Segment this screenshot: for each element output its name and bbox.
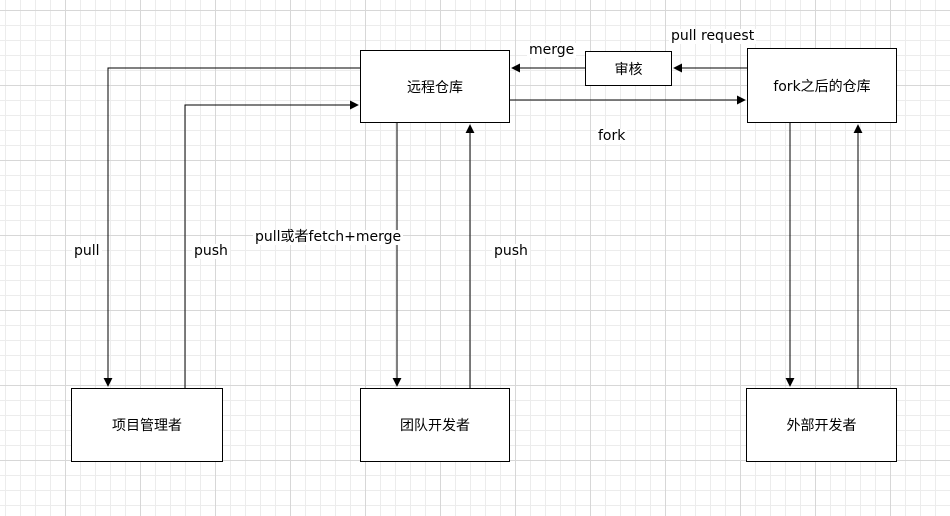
node-forked-repo-label: fork之后的仓库	[773, 78, 871, 95]
edge-label-merge: merge	[527, 42, 577, 59]
node-remote-repo-label: 远程仓库	[407, 79, 463, 96]
node-team-developer[interactable]: 团队开发者	[360, 388, 510, 462]
node-external-developer[interactable]: 外部开发者	[746, 388, 897, 462]
edge-label-pull-request: pull request	[669, 28, 757, 45]
edge-label-pull: pull	[72, 243, 102, 260]
edge-push-manager	[184, 100, 359, 388]
node-external-developer-label: 外部开发者	[786, 418, 857, 434]
node-remote-repo[interactable]: 远程仓库	[360, 50, 510, 123]
edge-label-push-manager: push	[192, 243, 230, 260]
edge-pull	[103, 67, 360, 387]
edge-label-push-team: push	[492, 243, 530, 260]
edge-label-fork: fork	[596, 128, 628, 145]
node-team-developer-label: 团队开发者	[400, 418, 470, 434]
node-project-manager[interactable]: 项目管理者	[71, 388, 223, 462]
edge-label-pull-or-fetch-merge: pull或者fetch+merge	[253, 229, 404, 246]
node-project-manager-label: 项目管理者	[112, 418, 182, 434]
node-forked-repo[interactable]: fork之后的仓库	[747, 48, 897, 123]
node-review-label: 审核	[614, 61, 643, 78]
node-review[interactable]: 审核	[585, 51, 672, 86]
